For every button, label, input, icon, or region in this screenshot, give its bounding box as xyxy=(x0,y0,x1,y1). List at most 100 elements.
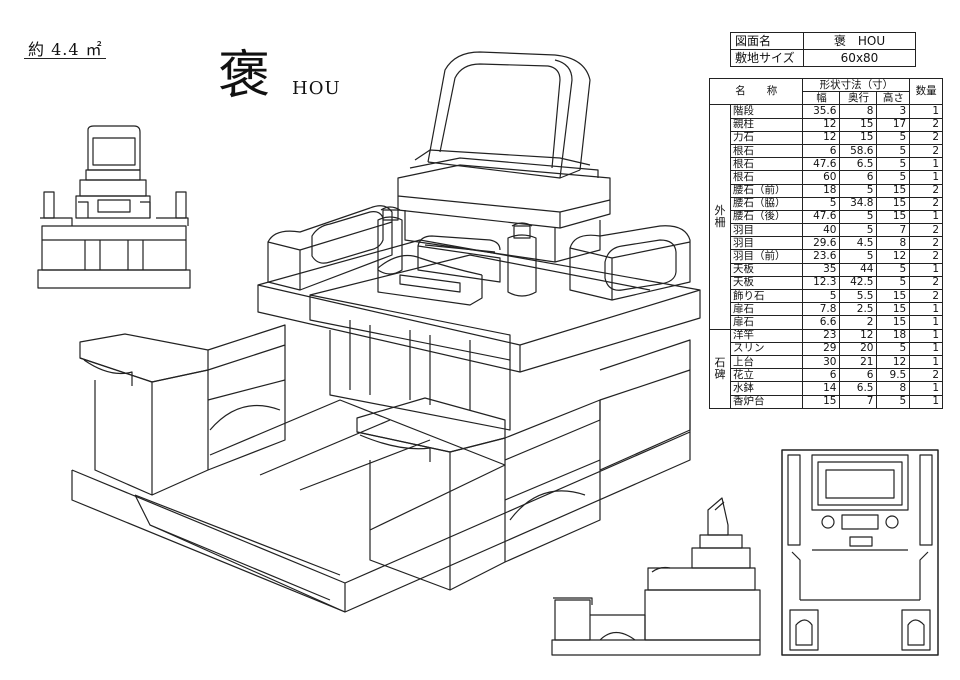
depth-value: 34.8 xyxy=(839,196,878,211)
width-value: 40 xyxy=(802,223,841,238)
width-value: 12 xyxy=(802,130,841,145)
qty-value: 2 xyxy=(909,368,943,383)
height-value: 12 xyxy=(876,354,911,370)
width-value: 14 xyxy=(802,381,841,396)
width-value: 23.6 xyxy=(802,249,841,264)
part-name: 水鉢 xyxy=(729,381,804,396)
depth-value: 44 xyxy=(839,262,878,277)
qty-value: 2 xyxy=(909,249,943,264)
depth-value: 15 xyxy=(839,130,878,145)
site-size-value: 60x80 xyxy=(803,49,916,67)
qty-value: 1 xyxy=(909,104,943,119)
qty-value: 2 xyxy=(909,196,943,211)
width-value: 15 xyxy=(802,394,841,409)
width-value: 35 xyxy=(802,262,841,277)
qty-value: 2 xyxy=(909,130,943,145)
width-value: 5 xyxy=(802,288,841,304)
height-value: 5 xyxy=(876,130,911,145)
depth-value: 6.5 xyxy=(839,157,878,172)
part-name: 力石 xyxy=(729,130,804,145)
width-value: 23 xyxy=(802,328,841,343)
height-value: 8 xyxy=(876,381,911,396)
width-value: 6 xyxy=(802,143,841,159)
col-qty-header: 数量 xyxy=(909,77,943,106)
group-outer-label: 外柵 xyxy=(709,104,731,330)
depth-value: 5.5 xyxy=(839,288,878,304)
depth-value: 6 xyxy=(839,170,878,185)
dimension-group-header: 形状寸法（寸） xyxy=(802,77,911,93)
width-value: 47.6 xyxy=(802,209,841,225)
drawing-name-label: 図面名 xyxy=(730,32,804,50)
height-value: 5 xyxy=(876,170,911,185)
height-value: 5 xyxy=(876,275,911,291)
width-value: 6 xyxy=(802,368,841,383)
spec-header-row-1: 名 称 形状寸法（寸） 数量 xyxy=(708,77,943,106)
qty-value: 1 xyxy=(909,381,943,396)
title-kanji: 褒 xyxy=(218,46,271,106)
height-value: 15 xyxy=(876,302,911,317)
qty-value: 2 xyxy=(909,117,943,132)
part-name: 上台 xyxy=(729,354,804,370)
depth-value: 21 xyxy=(839,354,878,370)
part-name: 香炉台 xyxy=(729,394,804,409)
width-value: 60 xyxy=(802,170,841,185)
front-elevation-small xyxy=(37,125,191,289)
part-name: 扉石 xyxy=(729,302,804,317)
part-name: スリン xyxy=(729,341,804,356)
width-value: 29.6 xyxy=(802,236,841,251)
height-value: 12 xyxy=(876,249,911,264)
width-value: 5 xyxy=(802,196,841,211)
height-value: 18 xyxy=(876,328,911,343)
depth-value: 5 xyxy=(839,209,878,225)
part-name: 階段 xyxy=(729,104,804,119)
qty-value: 2 xyxy=(909,143,943,159)
qty-value: 1 xyxy=(909,315,943,330)
width-value: 29 xyxy=(802,341,841,356)
part-name: 根石 xyxy=(729,143,804,159)
height-value: 7 xyxy=(876,223,911,238)
area-label: 約 4.4 ㎡ xyxy=(28,40,103,59)
depth-value: 15 xyxy=(839,117,878,132)
depth-value: 4.5 xyxy=(839,236,878,251)
qty-value: 1 xyxy=(909,209,943,225)
part-name: 洋竿 xyxy=(729,328,804,343)
part-name: 羽目 xyxy=(729,236,804,251)
qty-value: 2 xyxy=(909,288,943,304)
side-elevation-small xyxy=(551,497,761,656)
height-value: 5 xyxy=(876,394,911,409)
height-value: 5 xyxy=(876,157,911,172)
height-value: 5 xyxy=(876,262,911,277)
depth-value: 6 xyxy=(839,368,878,383)
qty-value: 1 xyxy=(909,262,943,277)
depth-value: 2.5 xyxy=(839,302,878,317)
height-value: 8 xyxy=(876,236,911,251)
part-name: 天板 xyxy=(729,262,804,277)
qty-value: 2 xyxy=(909,236,943,251)
front-view-small xyxy=(781,449,939,656)
height-value: 5 xyxy=(876,143,911,159)
main-isometric-view xyxy=(71,51,701,613)
part-name: 腰石（前） xyxy=(729,183,804,198)
depth-value: 6.5 xyxy=(839,381,878,396)
width-value: 30 xyxy=(802,354,841,370)
width-value: 12 xyxy=(802,117,841,132)
qty-value: 1 xyxy=(909,157,943,172)
drawing-info-table: 図面名 褒 HOU 敷地サイズ 60x80 xyxy=(730,32,916,67)
col-height-header: 高さ xyxy=(876,91,911,106)
